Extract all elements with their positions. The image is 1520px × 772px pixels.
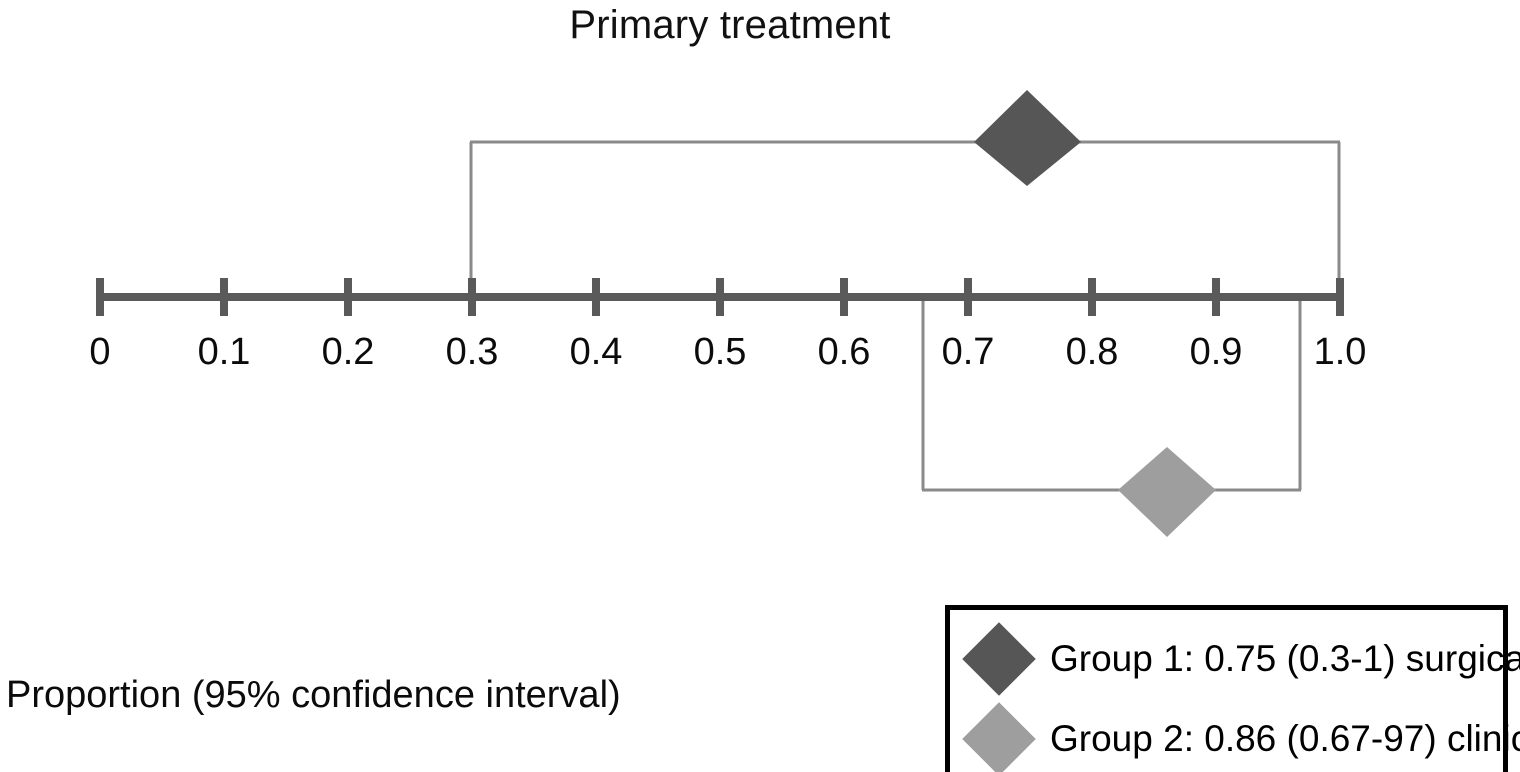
page-title: Primary treatment: [569, 3, 891, 47]
legend-item-group-2: Group 2: 0.86 (0.67-97) clinical: [950, 700, 1520, 772]
legend: Group 1: 0.75 (0.3-1) surgical Group 2: …: [945, 605, 1520, 772]
legend-item-group-1: Group 1: 0.75 (0.3-1) surgical: [950, 620, 1520, 698]
x-tick-label-10: 1.0: [1313, 331, 1367, 373]
x-tick-label-7: 0.7: [941, 331, 995, 373]
legend-item-label-group-1: Group 1: 0.75 (0.3-1) surgical: [1050, 638, 1520, 679]
legend-item-label-group-2: Group 2: 0.86 (0.67-97) clinical: [1050, 718, 1520, 759]
x-axis-ticks: [96, 278, 1344, 316]
x-tick-label-6: 0.6: [817, 331, 871, 373]
x-tick-label-2: 0.2: [321, 331, 375, 373]
group1-ci-bracket: [469, 140, 1341, 298]
x-tick-label-9: 0.9: [1189, 331, 1243, 373]
x-tick-label-0: 0: [89, 331, 111, 373]
x-axis-caption: Proportion (95% confidence interval): [6, 674, 621, 716]
dark-diamond-icon: [962, 622, 1036, 696]
x-tick-label-8: 0.8: [1065, 331, 1119, 373]
light-diamond-icon: [962, 702, 1036, 772]
group2-estimate-diamond: [1118, 447, 1216, 537]
x-axis: [96, 278, 1344, 316]
x-tick-label-3: 0.3: [445, 331, 499, 373]
x-tick-label-1: 0.1: [197, 331, 251, 373]
group1-estimate-diamond: [974, 90, 1081, 186]
group2-ci-bracket: [921, 298, 1302, 492]
x-tick-label-4: 0.4: [569, 331, 623, 373]
x-tick-label-5: 0.5: [693, 331, 747, 373]
